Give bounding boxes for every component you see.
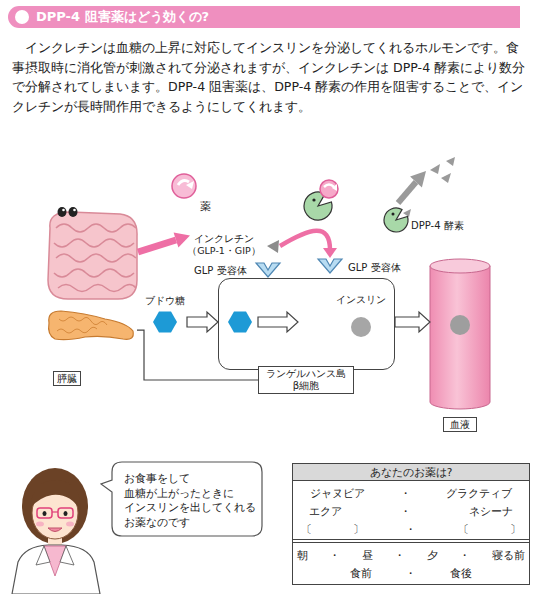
leader-connector <box>137 330 258 380</box>
title-bar: DPP-4 阻害薬はどう効くの? <box>8 6 520 28</box>
secretion-arrow <box>138 232 190 252</box>
insulin-marker: インスリン <box>329 293 393 339</box>
node-text: あなたのお薬は? <box>293 464 529 481</box>
receptor-marker: GLP 受容体 <box>318 258 410 276</box>
node-text: 薬 <box>200 200 211 213</box>
enzyme-marker: DPP-4 酵素 <box>382 200 466 236</box>
node-text: DPP-4 酵素 <box>411 219 464 232</box>
node-text: インクレチン （GLP-1・GIP） <box>184 233 264 257</box>
connector-arrow <box>187 312 218 332</box>
title-bullet <box>13 6 31 28</box>
blocked-enzyme <box>304 180 338 220</box>
pancreas-organ: 膵臓 <box>45 305 137 347</box>
node-text: GLP 受容体 <box>348 261 401 274</box>
hollow-arrow <box>187 312 218 332</box>
node-text: ジャヌビア ・ グラクティブ <box>293 486 529 501</box>
node-text: 食前 ・ 食後 <box>293 566 529 581</box>
node-text: 膵臓 <box>53 371 81 386</box>
node-outline <box>430 258 490 410</box>
node-text: 血液 <box>443 417 477 432</box>
table-double-rule <box>292 540 530 543</box>
description-text: インクレチンは血糖の上昇に対応してインスリンを分泌してくれるホルモンです。食事摂… <box>12 38 530 116</box>
receptor-marker: GLP 受容体 <box>194 262 282 278</box>
cell-box: ランゲルハンス島 β細胞インスリン <box>218 278 395 370</box>
connector-arrow <box>280 231 337 258</box>
incretin-fragments <box>398 157 455 217</box>
hormone-marker: インクレチン （GLP-1・GIP） <box>184 232 280 260</box>
connector-arrow <box>395 312 430 332</box>
pharmacist-figure <box>12 468 100 594</box>
arrow-head <box>323 248 337 258</box>
node-text: GLP 受容体 <box>194 264 247 277</box>
node-outline <box>45 305 137 347</box>
intestine <box>48 212 137 299</box>
glucose-marker: ブドウ糖 <box>143 294 187 336</box>
connector-arrow <box>137 330 258 380</box>
hollow-arrow <box>395 312 430 332</box>
glucose-inside-cell <box>228 312 252 333</box>
speech-bubble: お食事をして 血糖が上がったときに インスリンを出してくれる お薬なのです <box>112 462 262 536</box>
title-text: DPP-4 阻害薬はどう効くの? <box>36 8 209 26</box>
node-text: インスリン <box>329 293 393 306</box>
curved-arrow <box>280 231 330 250</box>
medicine-table: あなたのお薬は? ジャヌビア ・ グラクティブエクア ・ ネシーナ〔 〕 ・ 〔 … <box>292 463 530 585</box>
node-text: 朝 ・ 昼 ・ 夕 ・ 寝る前 <box>293 548 529 563</box>
blood-vessel: 血液 <box>430 258 490 410</box>
node-text: エクア ・ ネシーナ <box>293 504 529 519</box>
secretion-hollow-arrow <box>258 312 298 332</box>
drug-icon: 薬 <box>170 173 218 217</box>
node-text: 〔 〕 ・ 〔 〕 <box>293 522 529 537</box>
node-text: お食事をして 血糖が上がったときに インスリンを出してくれる お薬なのです <box>124 471 256 529</box>
node-text: ランゲルハンス島 β細胞 <box>258 366 354 394</box>
node-text: ブドウ糖 <box>143 294 187 307</box>
eyes-icon <box>58 207 78 217</box>
